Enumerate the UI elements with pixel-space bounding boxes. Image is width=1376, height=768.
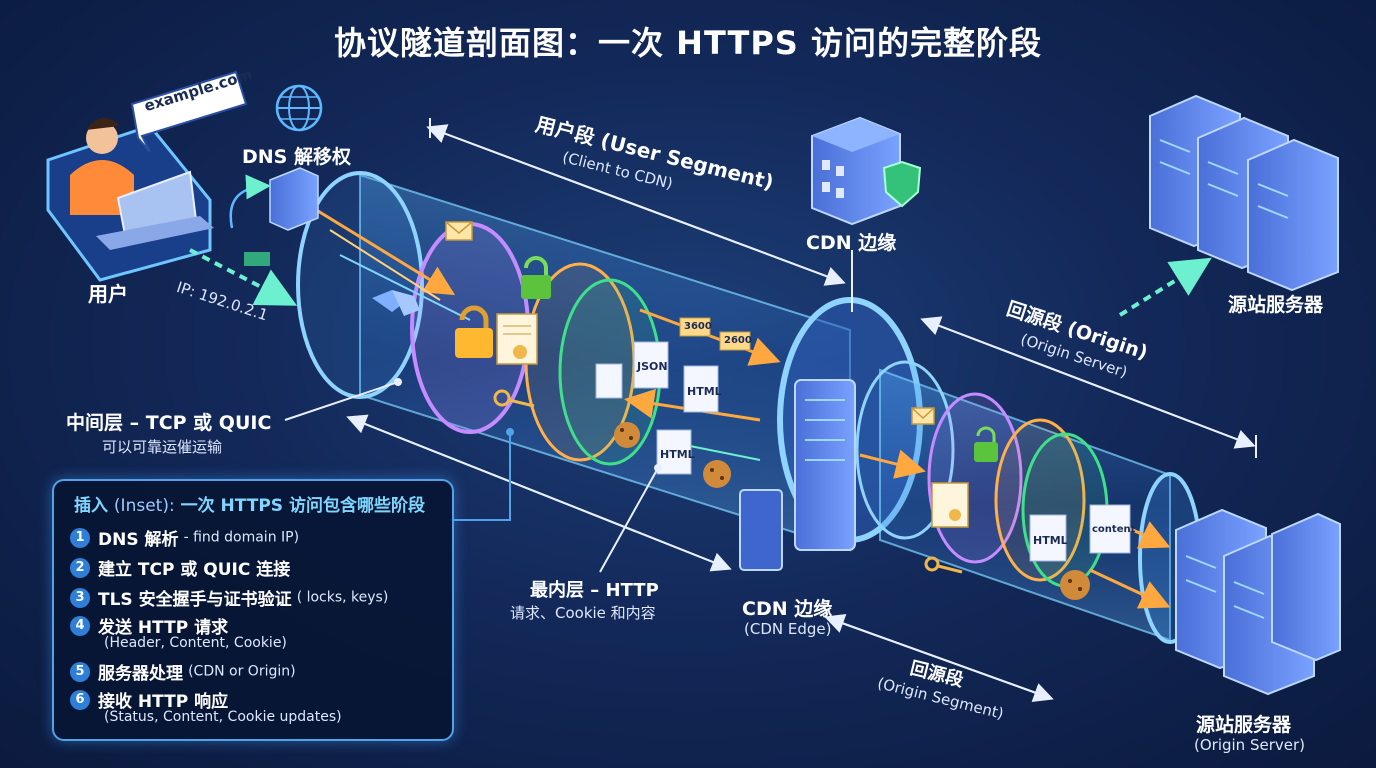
ip-flow-arrow (189, 248, 298, 306)
inset-panel: 插入 (Inset): 一次 HTTPS 访问包含哪些阶段 1 DNS 解析 - … (52, 479, 454, 741)
html-doc-icon-3 (1029, 514, 1067, 562)
html-doc-icon-2 (656, 429, 692, 475)
padlock-large-icon (455, 305, 493, 358)
html-doc-icon-1 (683, 365, 719, 413)
origin-tunnel (855, 360, 1202, 644)
url-bubble (130, 70, 248, 153)
globe-icon (275, 84, 323, 132)
cdn-bottom-label: CDN 边缘 (742, 598, 833, 620)
middle-layer-sub: 可以可靠运催运输 (102, 438, 223, 456)
origin-lower-span (824, 614, 1054, 702)
step-number: 1 (70, 527, 90, 548)
step-number: 2 (70, 557, 90, 578)
json-doc-label: JSON (637, 360, 668, 373)
inner-layer-label: 最内层 – HTTP (530, 580, 659, 601)
certificate-icon-right (931, 482, 969, 528)
number-chip-label-2: 2600 (724, 335, 752, 346)
handshake-icon (372, 290, 420, 316)
origin-segment-span (920, 316, 1257, 458)
cdn-top-label: CDN 边缘 (806, 232, 897, 254)
origin-bottom-sub: (Origin Server) (1194, 736, 1305, 754)
key-icon (493, 389, 535, 408)
step-number: 4 (70, 615, 90, 636)
inset-step: 4 发送 HTTP 请求 (70, 613, 228, 638)
step-number: 3 (70, 587, 90, 608)
origin-bottom-label: 源站服务器 (1196, 714, 1292, 736)
html-doc-label-1: HTML (687, 385, 722, 398)
step-note: - find domain IP) (183, 529, 300, 546)
inner-layer-callout (599, 467, 659, 573)
step-title: 服务器处理 (98, 664, 183, 684)
shield-icon (882, 160, 922, 208)
origin-fetch-arrow (1118, 257, 1212, 317)
html-doc-label-2: HTML (660, 448, 695, 461)
key-icon-right (924, 556, 963, 574)
user-segment-span (426, 118, 846, 286)
number-chip-2 (719, 331, 751, 351)
middle-layer-label: 中间层 – TCP 或 QUIC (66, 412, 272, 434)
origin-server-rack-bottom (1175, 508, 1341, 696)
envelope-icon (445, 221, 473, 241)
dns-server-icon (269, 167, 319, 231)
packet-icon (244, 252, 270, 266)
page-title: 协议隧道剖面图：一次 HTTPS 访问的完整阶段 (334, 24, 1042, 62)
step-title: 建立 TCP 或 QUIC 连接 (98, 560, 291, 580)
cdn-building-icon (811, 116, 901, 226)
inner-layer-sub: 请求、Cookie 和内容 (510, 604, 656, 622)
inset-connector (450, 432, 511, 521)
step-number: 6 (70, 689, 90, 710)
step-title: 发送 HTTP 请求 (98, 618, 229, 638)
sheet-doc-icon (595, 363, 623, 399)
content-doc-label: content (1092, 524, 1136, 535)
inset-title: 插入 (Inset): 一次 HTTPS 访问包含哪些阶段 (74, 491, 425, 516)
number-chip-label-1: 3600 (684, 321, 712, 332)
step-title: TLS 安全握手与证书验证 (98, 590, 292, 610)
inset-step: 3 TLS 安全握手与证书验证 ( locks, keys) (70, 585, 388, 610)
inset-title-main: 插入 (74, 496, 108, 516)
html-doc-label-3: HTML (1033, 534, 1068, 547)
step-title: 接收 HTTP 响应 (98, 692, 229, 712)
inset-step: 2 建立 TCP 或 QUIC 连接 (70, 555, 290, 580)
inset-step: 5 服务器处理 (CDN or Origin) (70, 659, 296, 684)
origin-top-label: 源站服务器 (1228, 294, 1324, 316)
cdn-bottom-sub: (CDN Edge) (744, 620, 832, 638)
json-doc-icon (633, 341, 669, 389)
step-sub: (Header, Content, Cookie) (104, 635, 287, 651)
user-illustration (46, 117, 214, 282)
step-note: ( locks, keys) (296, 589, 389, 606)
dns-label: DNS 解移权 (242, 146, 351, 168)
origin-server-rack-top (1149, 94, 1339, 292)
lock-icon-right (974, 426, 998, 462)
dns-lookup-arrow (229, 174, 271, 229)
certificate-icon (496, 313, 538, 365)
inset-title-note: (Inset): (113, 496, 175, 516)
user-label: 用户 (88, 282, 128, 306)
step-number: 5 (70, 661, 90, 682)
step-note: (CDN or Origin) (188, 663, 296, 680)
inset-title-rest: 一次 HTTPS 访问包含哪些阶段 (180, 496, 425, 516)
inset-step: 1 DNS 解析 - find domain IP) (70, 525, 299, 550)
lower-span (346, 414, 732, 572)
content-doc-icon (1089, 504, 1131, 554)
step-title: DNS 解析 (98, 530, 179, 550)
step-sub: (Status, Content, Cookie updates) (104, 709, 342, 725)
cookie-icon-2 (703, 460, 731, 488)
cookie-icon-right (1060, 570, 1090, 600)
cookie-icon (614, 422, 640, 448)
middle-layer-callout (284, 381, 399, 421)
inset-step: 6 接收 HTTP 响应 (70, 687, 228, 712)
number-chip-1 (679, 317, 711, 337)
envelope-icon-right (911, 407, 935, 425)
lock-icon (521, 256, 551, 299)
